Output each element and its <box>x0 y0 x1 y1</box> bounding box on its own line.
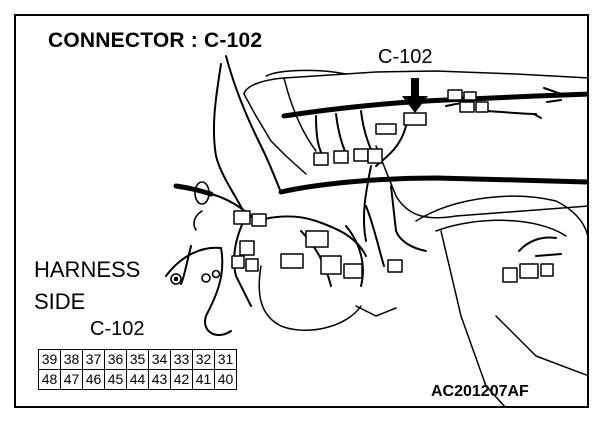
harness-side-line-1: HARNESS <box>34 257 141 282</box>
pin-cell: 43 <box>148 369 171 390</box>
grommet-and-terminals <box>170 181 221 285</box>
pin-cell: 45 <box>104 369 127 390</box>
pin-cell: 39 <box>38 349 61 370</box>
pin-cell: 48 <box>38 369 61 390</box>
pin-cell: 31 <box>214 349 237 370</box>
callout-arrow <box>402 78 428 113</box>
pin-cell: 38 <box>60 349 83 370</box>
connector-pin-grid: 39 38 37 36 35 34 33 32 31 48 47 46 45 4… <box>38 349 237 390</box>
figure-code: AC201207AF <box>431 383 529 400</box>
harness-bundles <box>173 91 587 197</box>
diagram-title: CONNECTOR : C-102 <box>48 29 263 52</box>
pin-cell: 33 <box>170 349 193 370</box>
pin-cell: 40 <box>214 369 237 390</box>
dashboard-outline <box>243 69 587 406</box>
pin-cell: 37 <box>82 349 105 370</box>
diagram-frame: CONNECTOR : C-102 C-102 HARNESS SIDE C-1… <box>14 14 589 408</box>
pin-row-bottom: 48 47 46 45 44 43 42 41 40 <box>38 369 237 390</box>
pin-cell: 32 <box>192 349 215 370</box>
pin-row-top: 39 38 37 36 35 34 33 32 31 <box>38 349 237 370</box>
pin-cell: 42 <box>170 369 193 390</box>
pin-cell: 41 <box>192 369 215 390</box>
pin-cell: 34 <box>148 349 171 370</box>
harness-side-line-2: SIDE <box>34 289 86 314</box>
wiring-illustration <box>165 55 587 406</box>
pin-cell: 47 <box>60 369 83 390</box>
pin-cell: 36 <box>104 349 127 370</box>
pin-cell: 44 <box>126 369 149 390</box>
pin-cell: 35 <box>126 349 149 370</box>
connector-blocks <box>231 89 554 283</box>
harness-side-label: HARNESS SIDE <box>34 254 140 318</box>
pin-cell: 46 <box>82 369 105 390</box>
callout-label: C-102 <box>378 46 433 68</box>
connector-label: C-102 <box>90 318 145 340</box>
